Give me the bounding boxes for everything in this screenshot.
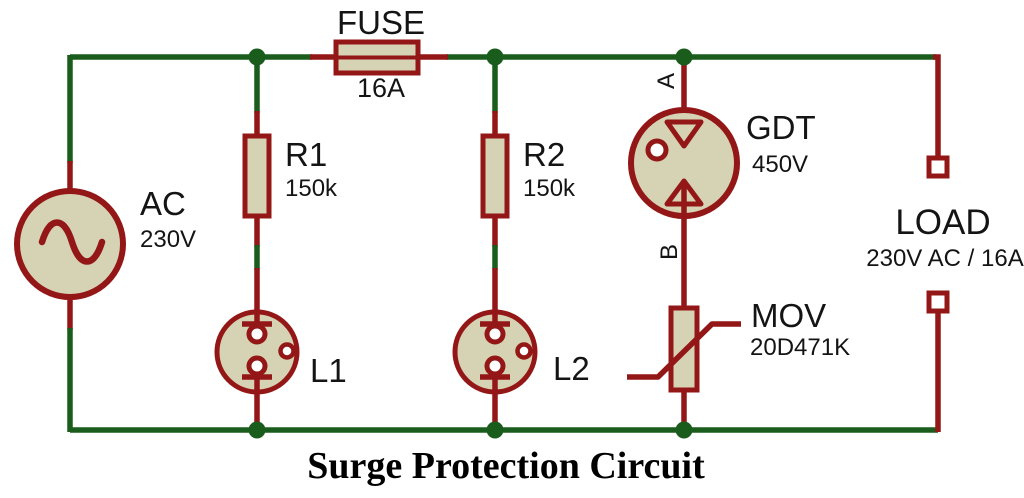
junction-dot: [675, 421, 693, 439]
lamp-l2-symbol: [452, 309, 538, 395]
gdt-electrode-triangle-down: [664, 119, 704, 149]
junction-dot: [486, 48, 504, 66]
junction-dot: [248, 48, 266, 66]
ac-label: AC: [140, 185, 186, 222]
mov-body: [668, 305, 700, 393]
r2-value: 150k: [523, 175, 576, 202]
load-value: 230V AC / 16A: [866, 245, 1023, 272]
r2-l2-branch: R2 150k L2: [452, 59, 590, 430]
load-branch: LOAD 230V AC / 16A: [866, 54, 1024, 432]
varistor-stroke-icon: [627, 321, 741, 380]
load-label: LOAD: [895, 203, 990, 242]
ac-value: 230V: [140, 226, 196, 253]
lamp-terminal-dot: [246, 355, 268, 377]
gas-dot-icon: [278, 342, 296, 360]
l2-label: L2: [553, 350, 590, 387]
resistor-r2-symbol: [480, 133, 510, 219]
mov-symbol: [627, 305, 741, 393]
r1-l1-branch: R1 150k L1: [214, 59, 347, 430]
lamp-l1-symbol: [214, 309, 300, 395]
load-terminal-top: [926, 155, 950, 179]
r2-label: R2: [523, 136, 565, 173]
gdt-mov-branch: A B GDT 450V MOV 20D471K: [627, 59, 850, 430]
sine-wave-icon: [38, 219, 106, 265]
r1-value: 150k: [285, 175, 338, 202]
gdt-value: 450V: [752, 151, 808, 178]
r1-label: R1: [285, 136, 327, 173]
junction-dot: [486, 421, 504, 439]
fuse-component: FUSE 16A: [310, 4, 448, 103]
lamp-terminal-dot: [484, 323, 506, 345]
gdt-terminal-a-label: A: [653, 73, 680, 89]
junction-dot: [248, 421, 266, 439]
fuse-value: 16A: [357, 73, 405, 103]
ac-source-branch: AC 230V: [14, 55, 196, 432]
lamp-terminal-dot: [484, 355, 506, 377]
fuse-label: FUSE: [337, 4, 425, 41]
load-terminal-bottom: [926, 290, 950, 314]
junction-dots: [248, 48, 693, 439]
mov-value: 20D471K: [750, 334, 850, 361]
mov-label: MOV: [751, 297, 826, 334]
diagram-title: Surge Protection Circuit: [307, 445, 705, 487]
resistor-r1-symbol: [242, 133, 272, 219]
component-pin: [933, 54, 941, 160]
gdt-terminal-b-label: B: [656, 244, 683, 260]
gas-dot-icon: [645, 138, 669, 162]
l1-label: L1: [310, 352, 347, 389]
gdt-label: GDT: [746, 109, 816, 146]
lamp-terminal-dot: [246, 323, 268, 345]
gas-dot-icon: [515, 342, 533, 360]
ac-source-symbol: [14, 188, 126, 300]
junction-dot: [675, 48, 693, 66]
